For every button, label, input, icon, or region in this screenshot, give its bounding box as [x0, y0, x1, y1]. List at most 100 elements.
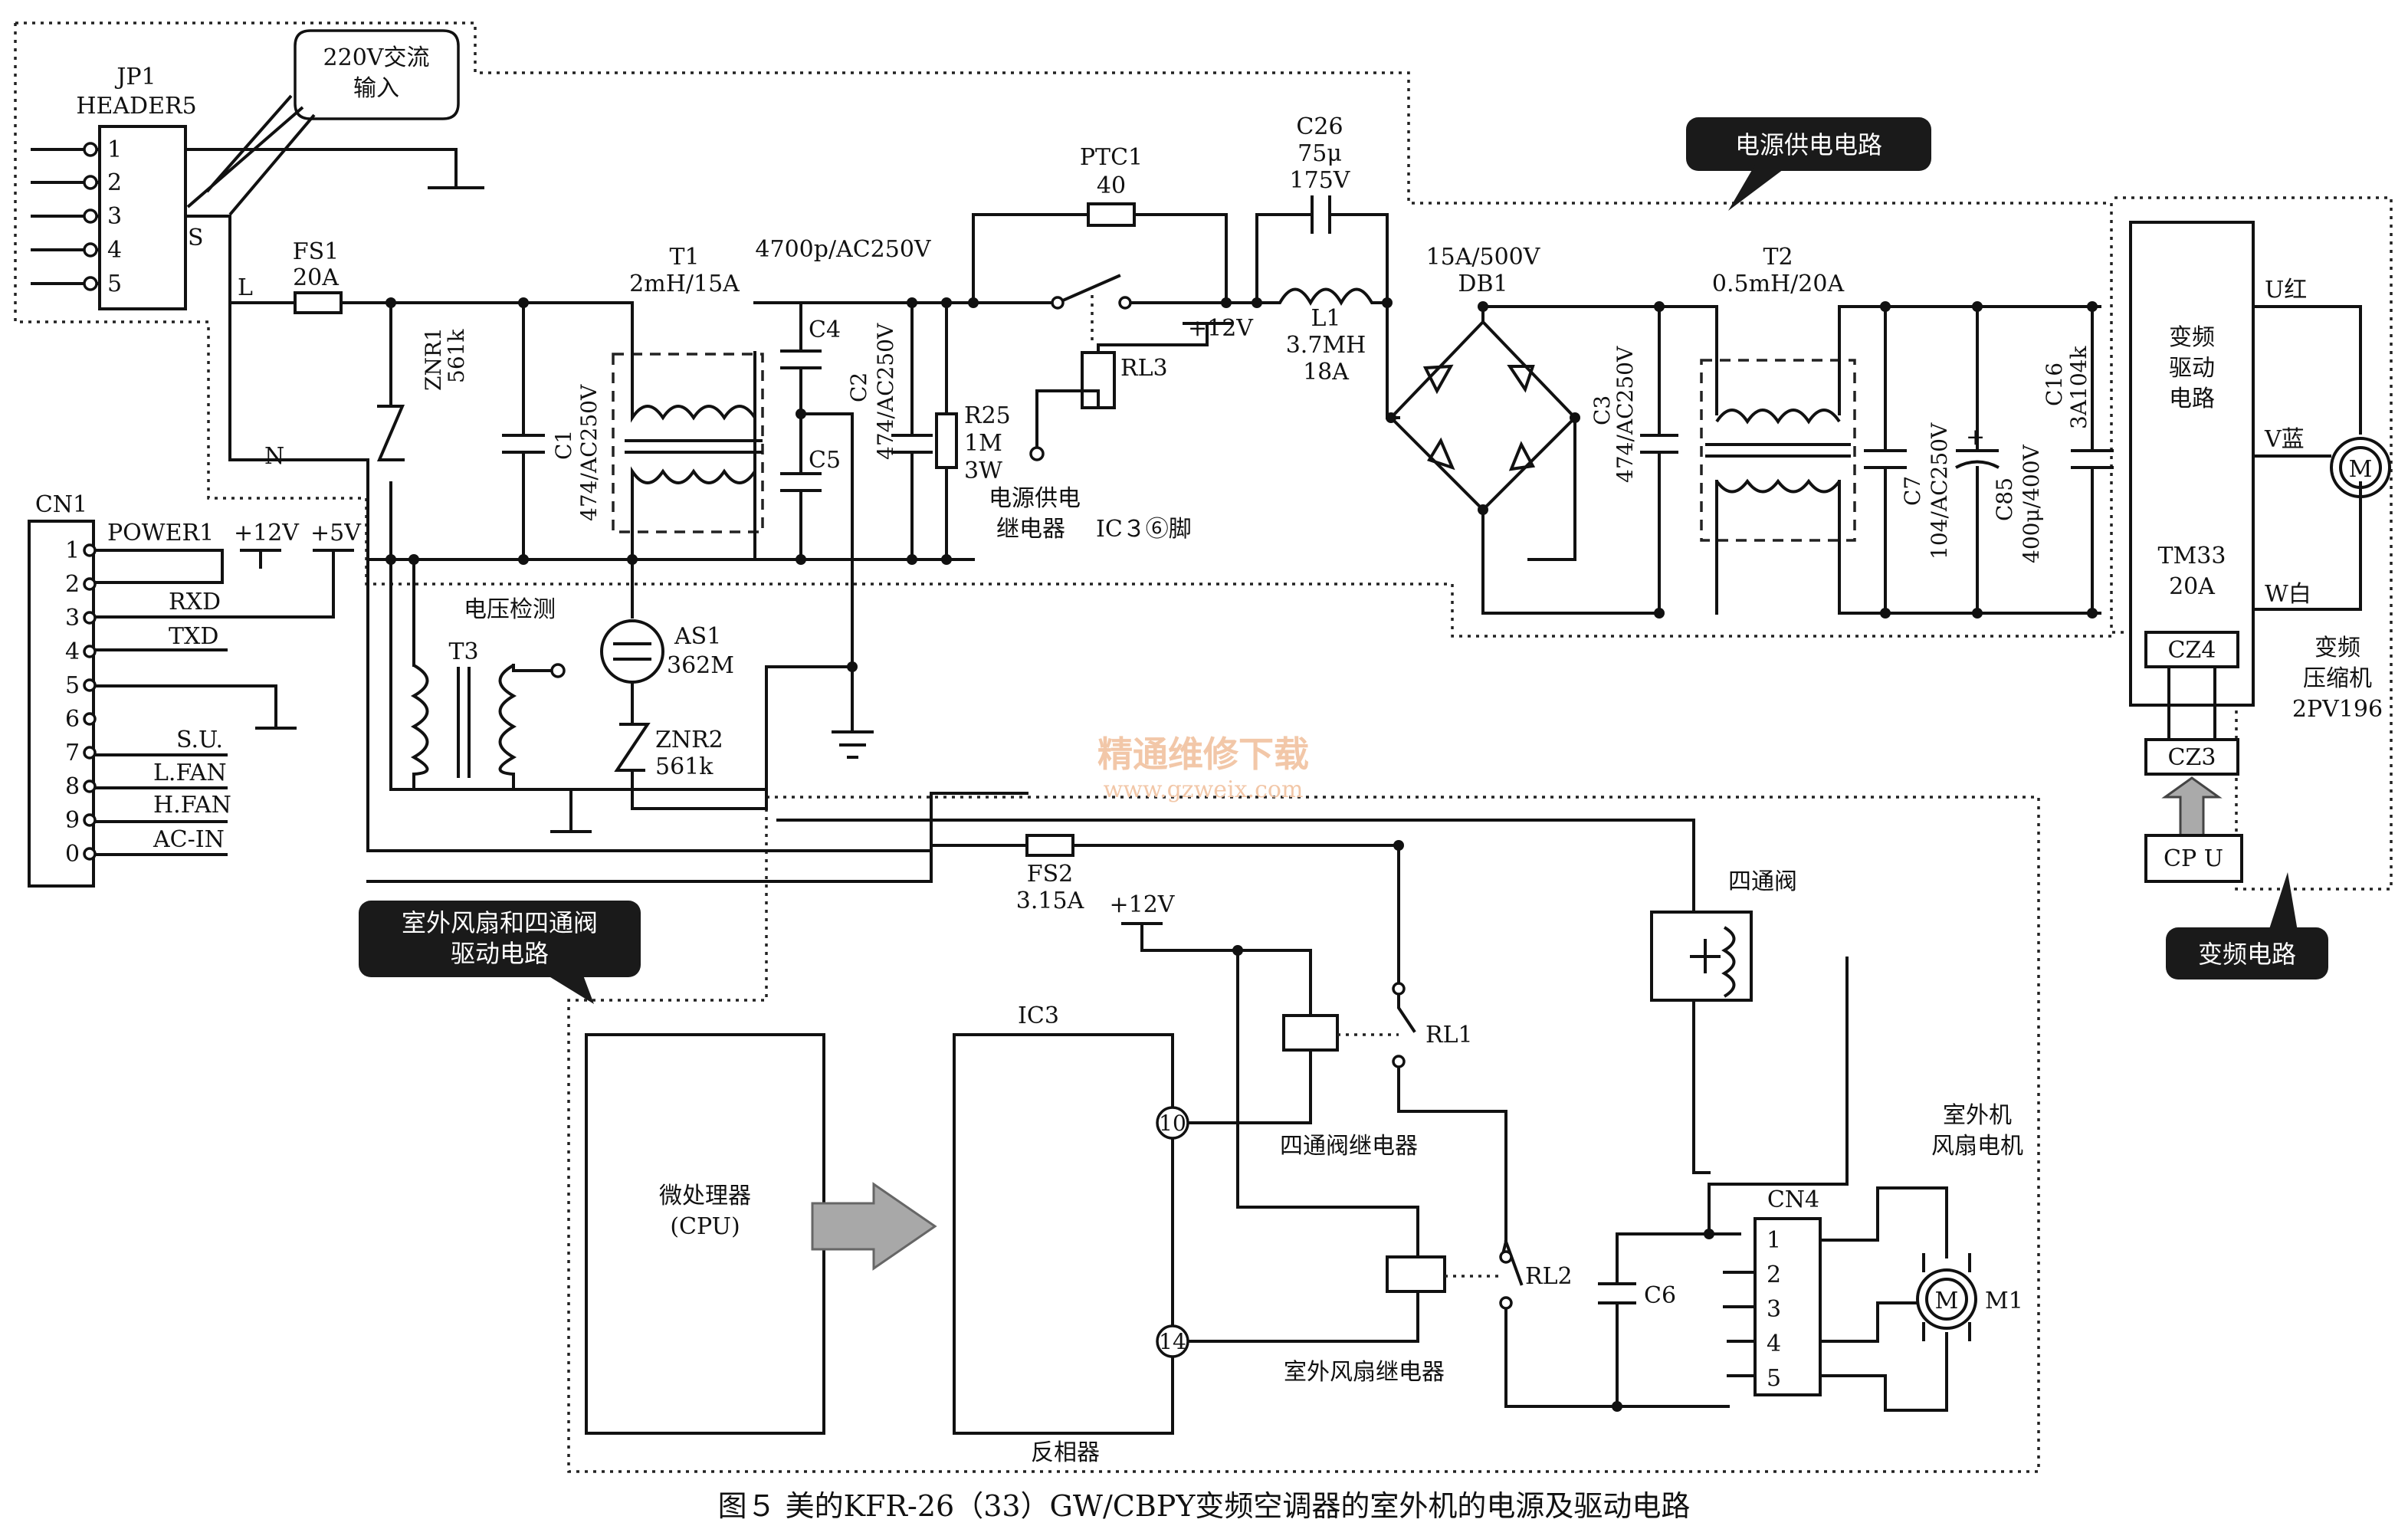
- cpu-block: 微处理器 (CPU): [585, 1033, 825, 1435]
- fan-valve-tag-text-1: 室外风扇和四通阀: [402, 908, 598, 937]
- l1-name: L1: [1311, 305, 1340, 332]
- cn4-pin-5: 5: [1767, 1365, 1781, 1392]
- cn4-pin-3: 3: [1767, 1296, 1781, 1323]
- m1-name: M1: [1985, 1288, 2023, 1314]
- rl3-voltage: +12V: [1188, 315, 1254, 342]
- cn1-pin-dot: [83, 678, 97, 692]
- ac-input-label-2: 输入: [353, 75, 399, 102]
- cn1-txd: TXD: [169, 623, 218, 650]
- cn1-12v: +12V: [234, 520, 300, 546]
- c85-value: 400μ/400V: [2019, 444, 2044, 563]
- t2-choke: T2 0.5mH/20A: [1658, 244, 2101, 615]
- cz3-label: CZ3: [2168, 744, 2216, 771]
- power-supply-region: [15, 21, 2393, 891]
- jp1-n-label: N: [264, 443, 284, 470]
- c85-name: C85: [1992, 477, 2017, 521]
- cpu-text-2: (CPU): [670, 1213, 740, 1240]
- compressor-3: 2PV196: [2292, 696, 2383, 723]
- c7-name: C7: [1900, 476, 1925, 506]
- inverter-u: U红: [2265, 277, 2307, 304]
- cn1-pin-1: 1: [65, 537, 80, 564]
- znr1-value: 561k: [444, 329, 469, 383]
- jp1-type: HEADER5: [76, 93, 196, 120]
- c1-name: C1: [551, 430, 576, 460]
- cn1-pin-9: 9: [65, 807, 80, 834]
- cn1-5v: +5V: [310, 520, 362, 546]
- jp1-s-label: S: [188, 225, 204, 251]
- fs1-name: FS1: [293, 238, 339, 265]
- jp1-pin-4: 4: [107, 237, 122, 264]
- cn1-pin-5: 5: [65, 672, 80, 699]
- znr1-name: ZNR1: [421, 327, 446, 391]
- cn1-power1: POWER1: [107, 520, 214, 546]
- fan-valve-region: [567, 796, 2040, 1473]
- l1-value: 3.7MH: [1286, 332, 1366, 359]
- r25-name: R25: [964, 402, 1011, 429]
- ic3-name: IC3: [1018, 1002, 1059, 1029]
- ac-input-label-1: 220V交流: [323, 44, 430, 71]
- cpu-text-1: 微处理器: [659, 1183, 751, 1209]
- t1-transformer: T1 2mH/15A: [612, 244, 764, 559]
- ptc1-value: 40: [1097, 172, 1126, 199]
- four-way-valve: 四通阀: [776, 819, 1797, 1174]
- rl3-name: RL3: [1120, 355, 1168, 382]
- c2-name: C2: [846, 372, 871, 402]
- cn4-pin-1: 1: [1767, 1227, 1781, 1254]
- c26-name: C26: [1296, 113, 1343, 140]
- cn1-pin-dot: [83, 645, 97, 658]
- cn1-pin-dot: [83, 779, 97, 793]
- relay-note-3: IC３⑥脚: [1096, 516, 1192, 543]
- relay-note-2: 继电器: [996, 516, 1065, 543]
- c3-value: 474/AC250V: [1612, 346, 1638, 483]
- relay-note-1: 电源供电: [989, 485, 1081, 512]
- cn1-name: CN1: [35, 491, 87, 518]
- ic3-pin14: 14: [1159, 1329, 1186, 1354]
- cn1-pin-7: 7: [65, 740, 80, 766]
- cn4-name: CN4: [1767, 1186, 1819, 1213]
- c1-value: 474/AC250V: [576, 384, 602, 521]
- ic3-inverter: IC3 10 14 反相器: [953, 1002, 1189, 1466]
- cn4-pin-2: 2: [1767, 1262, 1781, 1288]
- fan-motor-2: 风扇电机: [1931, 1133, 2023, 1160]
- cn1-pin-0: 0: [65, 841, 80, 868]
- db1-name: DB1: [1458, 271, 1507, 297]
- cn1-pin-dot: [83, 577, 97, 591]
- cn1-pin-4: 4: [65, 638, 80, 665]
- cn1-pin-dot: [83, 543, 97, 557]
- cn1-pin-dot: [83, 847, 97, 861]
- jp1-pin-5: 5: [107, 271, 122, 297]
- watermark-2: www.gzweix.com: [1104, 776, 1304, 803]
- ic3-pin10: 10: [1159, 1111, 1186, 1136]
- rl2-relay: 室外风扇继电器: [1284, 1359, 1445, 1386]
- cz4-label: CZ4: [2168, 637, 2216, 664]
- inverter-current: 20A: [2169, 573, 2215, 600]
- c85-plus: +: [1966, 424, 1985, 451]
- watermark-1: 精通维修下载: [1097, 733, 1309, 775]
- fan-valve-tag: 室外风扇和四通阀 驱动电路: [359, 901, 641, 1004]
- cn1-pin-6: 6: [65, 706, 80, 733]
- t1-name: T1: [669, 244, 699, 271]
- inverter-tag-text: 变频电路: [2198, 940, 2296, 969]
- c5-name: C5: [809, 447, 841, 474]
- cn1-rxd: RXD: [169, 589, 221, 615]
- compressor-2: 压缩机: [2303, 665, 2372, 692]
- cn1-pin-dot: [83, 611, 97, 625]
- inverter-title-3: 电路: [2169, 386, 2215, 412]
- fs2-value: 3.15A: [1016, 888, 1084, 914]
- fs2-name: FS2: [1027, 861, 1073, 888]
- fs1-value: 20A: [293, 264, 339, 291]
- t2-name: T2: [1763, 244, 1793, 271]
- inverter-title-2: 驱动: [2169, 355, 2215, 382]
- rl1-relay: 四通阀继电器: [1280, 1133, 1418, 1160]
- c26-volt: 175V: [1290, 167, 1351, 194]
- znr2-name: ZNR2: [655, 727, 723, 753]
- c16-value: 3A104k: [2066, 346, 2091, 429]
- r25-value: 1M: [964, 430, 1002, 457]
- inverter-module: 变频 驱动 电路 TM33 20A CZ4 CZ3 CP U U红 V蓝 W白 …: [2129, 221, 2391, 883]
- jp1-pin-3: 3: [107, 203, 122, 230]
- db1-bridge: 15A/500V DB1: [1386, 244, 1661, 615]
- l1-current: 18A: [1303, 359, 1349, 386]
